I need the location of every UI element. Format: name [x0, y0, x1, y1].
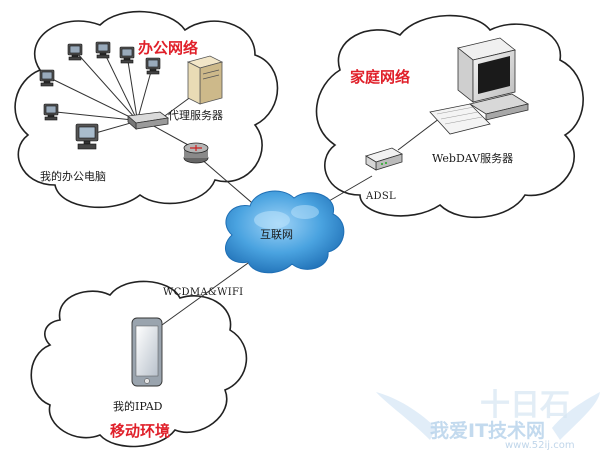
proxy-server-label: 代理服务器: [168, 109, 223, 122]
proxy-server-icon: [186, 55, 224, 105]
router-icon: [183, 142, 209, 164]
office-pc-icon: [39, 69, 55, 87]
office-pc-icon: [67, 43, 83, 61]
adsl-label: ADSL: [366, 191, 396, 202]
my-ipad-label: 我的IPAD: [113, 400, 163, 413]
watermark-glyphs: 十日石: [480, 388, 570, 423]
watermark-url: www.52ij.com: [505, 440, 575, 451]
adsl-modem-icon: [365, 147, 403, 171]
home-computer-icon: [429, 37, 530, 135]
mobile-to-internet-link: [154, 257, 256, 331]
switch-to-proxy-link: [161, 95, 193, 119]
internet-label: 互联网: [260, 228, 293, 241]
office-pc-icon: [119, 46, 135, 64]
office-network-title: 办公网络: [138, 39, 199, 57]
switch-icon: [127, 111, 169, 130]
office-to-internet-link: [199, 157, 259, 209]
watermark-brand: 我爱IT技术网: [430, 420, 546, 442]
my-office-pc-icon: [75, 123, 99, 150]
my-office-pc-label: 我的办公电脑: [40, 170, 106, 183]
switch-to-router-link: [149, 123, 191, 147]
mobile-environment-title: 移动环境: [110, 422, 171, 440]
webdav-server-label: WebDAV服务器: [432, 152, 514, 165]
office-pc-icon: [43, 103, 59, 121]
home-network-title: 家庭网络: [350, 68, 411, 86]
office-pc-icon: [95, 41, 111, 59]
mobile-link-label: WCDMA&WIFI: [163, 287, 244, 298]
internet-cloud: [225, 190, 345, 274]
office-pc-icon: [145, 57, 161, 75]
ipad-icon: [131, 317, 163, 387]
watermark-logo: [376, 392, 600, 440]
